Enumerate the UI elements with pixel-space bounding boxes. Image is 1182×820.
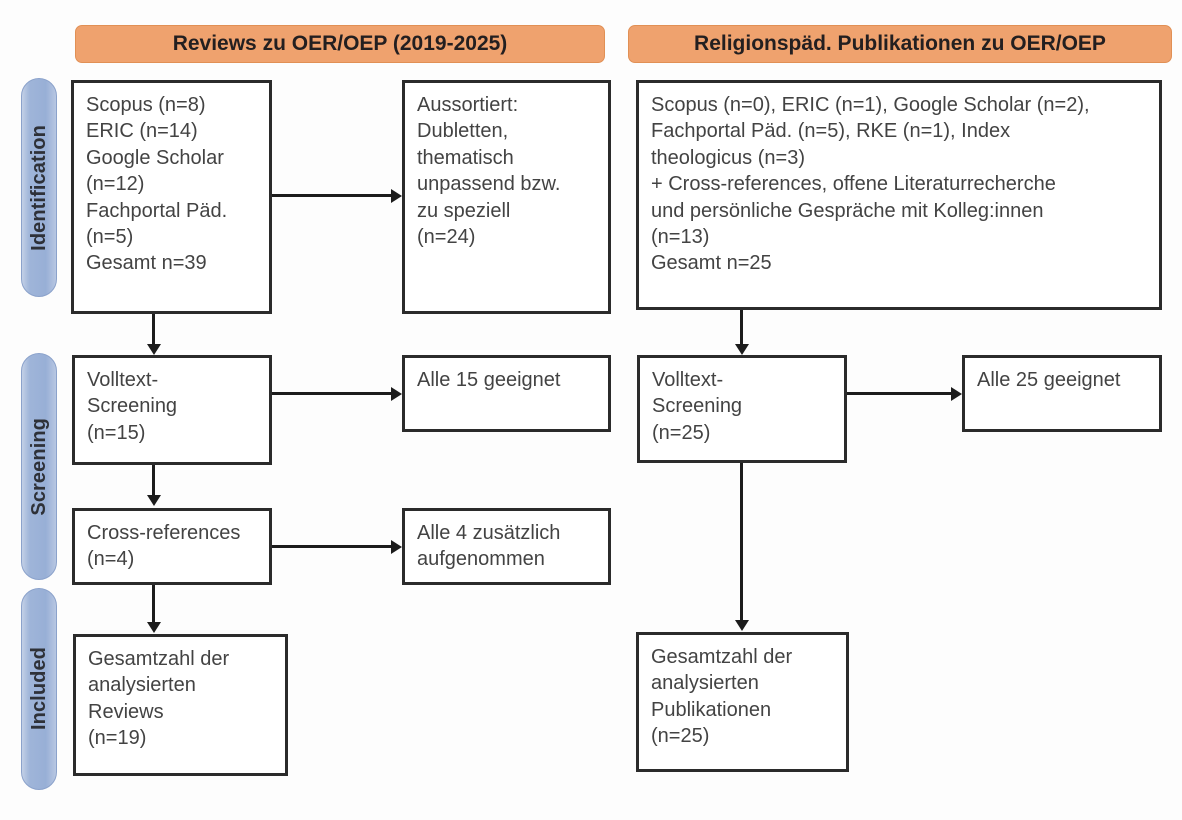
arrowhead-left-sources-to-fulltext xyxy=(147,344,161,355)
column-header-publikationen: Religionspäd. Publikationen zu OER/OEP xyxy=(628,25,1172,63)
box-right-sources: Scopus (n=0), ERIC (n=1), Google Scholar… xyxy=(636,80,1162,310)
arrowhead-left-fulltext-to-crossrefs xyxy=(147,495,161,506)
box-left-excluded: Aussortiert: Dubletten, thematisch unpas… xyxy=(402,80,611,314)
stage-rail-identification: Identification xyxy=(21,78,57,297)
connector-left-crossrefs-to-included xyxy=(152,585,155,622)
box-right-fulltext-result: Alle 25 geeignet xyxy=(962,355,1162,432)
box-left-included-total: Gesamtzahl der analysierten Reviews (n=1… xyxy=(73,634,288,776)
connector-right-sources-to-fulltext xyxy=(740,310,743,344)
arrowhead-right-fulltext-to-result xyxy=(951,387,962,401)
stage-rail-identification-label: Identification xyxy=(27,124,50,251)
arrowhead-right-sources-to-fulltext xyxy=(735,344,749,355)
stage-rail-included: Included xyxy=(21,588,57,790)
column-header-reviews-label: Reviews zu OER/OEP (2019-2025) xyxy=(172,32,508,55)
connector-left-fulltext-to-result xyxy=(272,392,391,395)
stage-rail-screening-label: Screening xyxy=(27,417,50,516)
box-left-sources: Scopus (n=8) ERIC (n=14) Google Scholar … xyxy=(71,80,272,314)
arrowhead-left-crossrefs-to-included xyxy=(147,622,161,633)
connector-left-crossrefs-to-result xyxy=(272,545,391,548)
connector-right-fulltext-to-result xyxy=(847,392,951,395)
column-header-reviews: Reviews zu OER/OEP (2019-2025) xyxy=(75,25,605,63)
box-left-crossreferences: Cross-references (n=4) xyxy=(72,508,272,585)
box-left-crossreferences-result: Alle 4 zusätzlich aufgenommen xyxy=(402,508,611,585)
box-right-included-total: Gesamtzahl der analysierten Publikatione… xyxy=(636,632,849,772)
box-left-fulltext-screening: Volltext- Screening (n=15) xyxy=(72,355,272,465)
stage-rail-included-label: Included xyxy=(27,647,50,731)
column-header-publikationen-label: Religionspäd. Publikationen zu OER/OEP xyxy=(694,32,1106,55)
connector-left-fulltext-to-crossrefs xyxy=(152,465,155,495)
connector-left-sources-to-fulltext xyxy=(152,314,155,344)
connector-left-sources-to-excluded xyxy=(272,194,391,197)
arrowhead-left-crossrefs-to-result xyxy=(391,540,402,554)
box-left-fulltext-result: Alle 15 geeignet xyxy=(402,355,611,432)
arrowhead-right-fulltext-to-included xyxy=(735,620,749,631)
stage-rail-screening: Screening xyxy=(21,353,57,580)
box-right-fulltext-screening: Volltext- Screening (n=25) xyxy=(637,355,847,463)
arrowhead-left-sources-to-excluded xyxy=(391,189,402,203)
arrowhead-left-fulltext-to-result xyxy=(391,387,402,401)
connector-right-fulltext-to-included xyxy=(740,463,743,620)
